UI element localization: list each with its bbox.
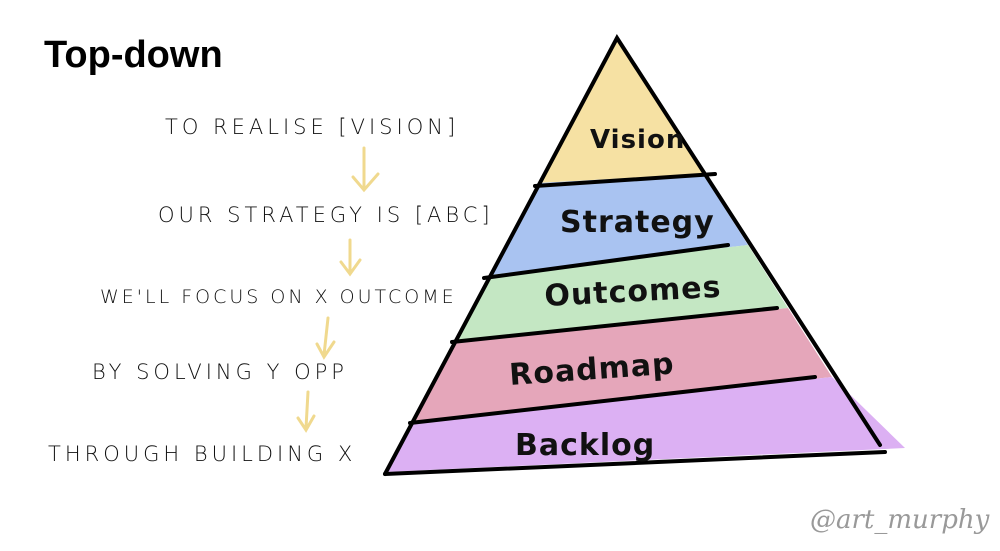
- statement-outcome: We'll focus on X outcome: [100, 286, 457, 308]
- arrow-down-icon: [351, 146, 380, 193]
- pyramid-divider: [482, 243, 730, 280]
- layer-label-backlog: Backlog: [515, 428, 655, 463]
- pyramid-layer-outcomes: [453, 245, 788, 343]
- arrow-down-icon: [296, 390, 316, 433]
- pyramid-divider: [533, 172, 717, 188]
- pyramid-outline: [383, 34, 882, 476]
- arrow-down-icon: [315, 316, 336, 360]
- layer-label-vision: Vision: [590, 125, 685, 155]
- diagram-title: Top-down: [44, 34, 223, 76]
- pyramid-divider: [408, 375, 817, 425]
- arrow-down-icon: [339, 238, 362, 277]
- pyramid-divider: [450, 306, 779, 344]
- pyramid-base: [383, 450, 887, 476]
- author-signature: @art_murphy: [810, 505, 990, 535]
- pyramid-layer-vision: [539, 38, 703, 183]
- statement-vision: To realise [Vision]: [165, 115, 460, 139]
- pyramid-layer-backlog: [385, 377, 905, 472]
- statement-building: Through building X: [48, 442, 357, 466]
- statement-strategy: Our strategy is [ABC]: [158, 203, 494, 227]
- statement-opportunity: By solving Y opp: [92, 360, 348, 384]
- layer-label-strategy: Strategy: [560, 205, 715, 240]
